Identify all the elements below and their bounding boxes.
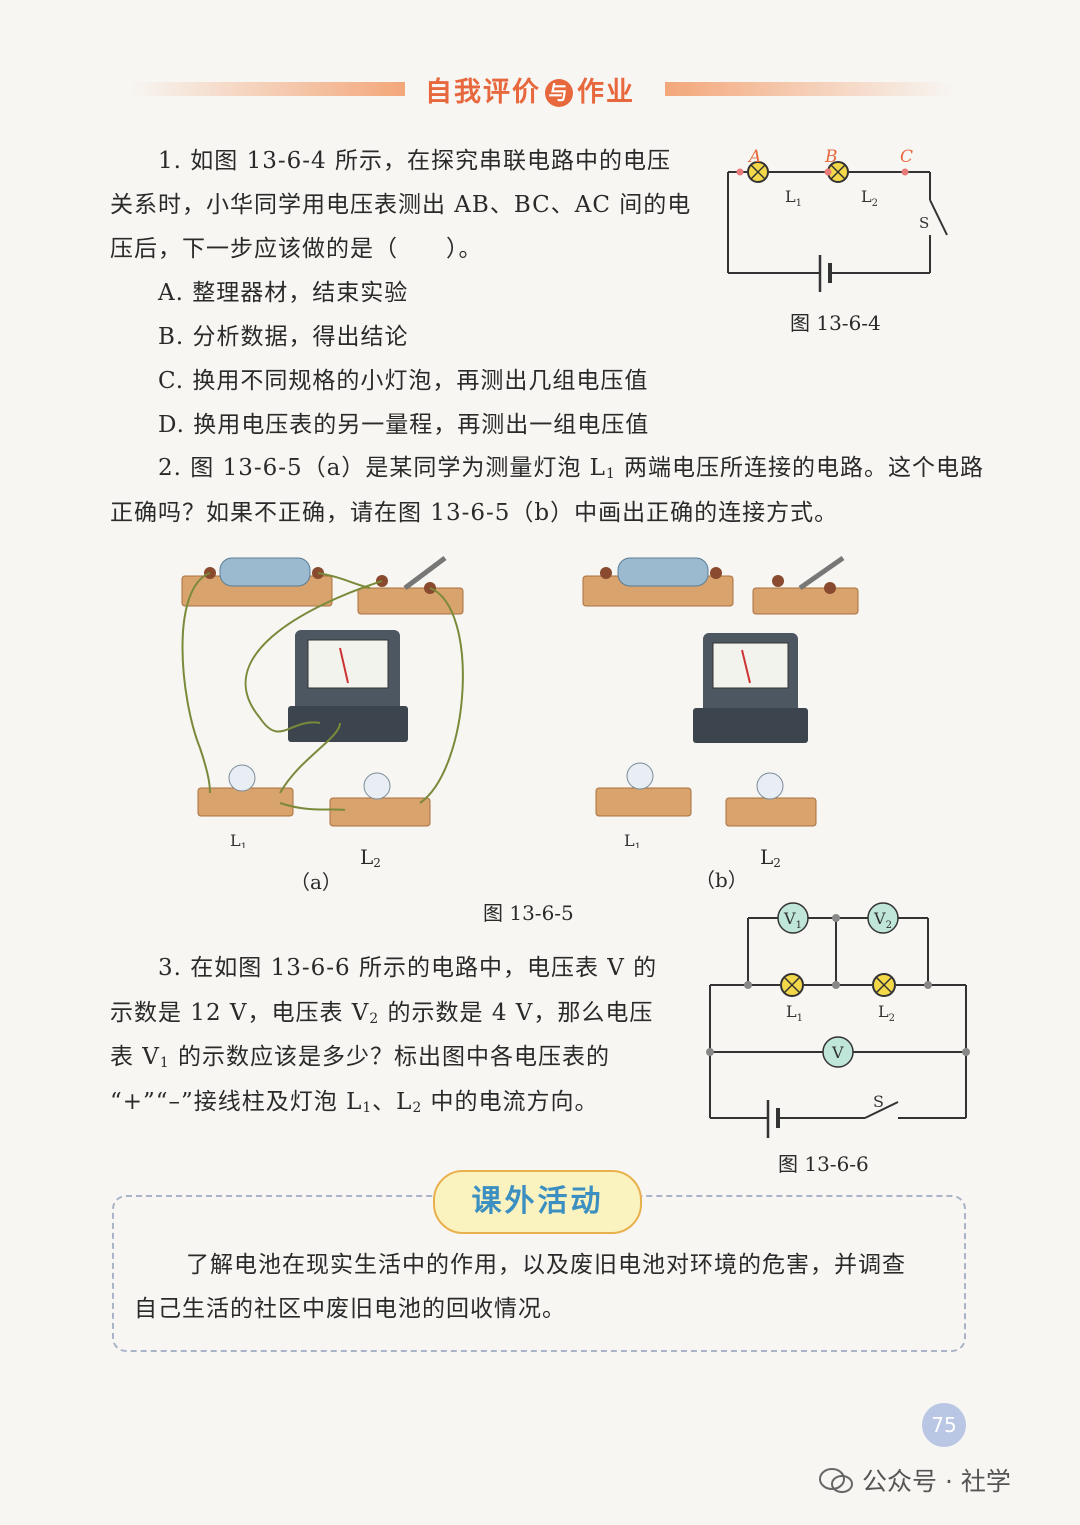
figure-caption-13-6-5: 图 13-6-5 [483, 901, 574, 925]
lamp-l1-symbol-3 [780, 973, 804, 997]
q1-option-a: A. 整理器材，结束实验 [158, 280, 409, 306]
label-l1: L [785, 187, 796, 206]
header-decoration-right [665, 82, 955, 96]
q1-line-1: 1. 如图 13-6-4 所示，在探究串联电路中的电压 [158, 148, 671, 174]
apparatus-illustration-b: L1 [582, 555, 859, 848]
voltmeter-v2-symbol [867, 902, 899, 934]
q2-line-1: 2. 图 13-6-5（a）是某同学为测量灯泡 L1 两端电压所连接的电路。这个… [158, 455, 985, 482]
q2-line-2: 正确吗？如果不正确，请在图 13-6-5（b）中画出正确的连接方式。 [110, 500, 839, 526]
svg-text:L2: L2 [878, 1002, 895, 1024]
voltmeter-v-symbol [822, 1036, 854, 1068]
svg-text:S: S [873, 1092, 884, 1111]
lamp-l2-symbol-3 [872, 973, 896, 997]
section-title-left: 自我评价 [425, 77, 541, 108]
q1-option-d: D. 换用电压表的另一量程，再测出一组电压值 [158, 412, 650, 438]
lamp-l1-symbol [747, 161, 769, 183]
svg-text:L1: L1 [624, 831, 641, 848]
q1-option-b: B. 分析数据，得出结论 [158, 324, 409, 350]
q3-line-2: 示数是 12 V，电压表 V2 的示数是 4 V，那么电压 [110, 1000, 654, 1027]
q3-line-1: 3. 在如图 13-6-6 所示的电路中，电压表 V 的 [158, 955, 658, 981]
svg-text:V1: V1 [783, 909, 802, 931]
svg-text:V: V [831, 1043, 844, 1062]
terminal-c [901, 168, 909, 176]
lamp-label-l2-b: L2 [760, 845, 781, 870]
terminal-a [736, 168, 744, 176]
activity-line-2: 自己生活的社区中废旧电池的回收情况。 [134, 1296, 566, 1322]
label-a: A [747, 147, 761, 167]
svg-text:L1: L1 [786, 1002, 803, 1024]
q1-line-3: 压后，下一步应该做的是（ ）。 [110, 236, 483, 262]
section-title: 自我评价与作业 [425, 70, 635, 109]
section-title-right: 作业 [577, 77, 635, 108]
svg-text:L1: L1 [230, 831, 247, 848]
q1-option-c: C. 换用不同规格的小灯泡，再测出几组电压值 [158, 368, 649, 394]
q3-line-3: 表 V1 的示数应该是多少？标出图中各电压表的 [110, 1044, 611, 1071]
activity-title: 课外活动 [433, 1170, 642, 1234]
wechat-icon [819, 1468, 853, 1493]
apparatus-illustration-a: L1 [181, 556, 464, 848]
subfigure-label-a: （a） [290, 870, 342, 894]
figure-caption-13-6-4: 图 13-6-4 [790, 311, 881, 335]
label-c: C [900, 147, 913, 167]
svg-text:L2: L2 [861, 187, 878, 209]
label-l2: L [861, 187, 872, 206]
circuit-diagram-13-6-4: A B C L1 L2 S [727, 147, 948, 292]
svg-text:V2: V2 [873, 909, 892, 931]
q3-line-4: “+”“–”接线柱及灯泡 L1、L2 中的电流方向。 [110, 1089, 599, 1116]
watermark: 公众号 · 社学 [818, 1462, 1011, 1498]
section-title-mid: 与 [545, 79, 573, 107]
figure-caption-13-6-6: 图 13-6-6 [778, 1152, 869, 1176]
svg-text:L1: L1 [785, 187, 802, 209]
lamp-l2-symbol [827, 161, 849, 183]
label-switch: S [919, 214, 929, 232]
page-number: 75 [922, 1403, 966, 1447]
label-b: B [824, 147, 838, 167]
subfigure-label-b: （b） [695, 868, 748, 892]
terminal-b [824, 168, 832, 176]
q1-line-2: 关系时，小华同学用电压表测出 AB、BC、AC 间的电 [110, 192, 692, 218]
voltmeter-v1-symbol [777, 902, 809, 934]
lamp-label-l2-a: L2 [360, 845, 381, 870]
watermark-text: 公众号 · 社学 [862, 1467, 1011, 1496]
circuit-diagram-13-6-6: V1 V2 V L1 L2 S [706, 902, 970, 1138]
header-decoration-left [130, 82, 405, 96]
activity-line-1: 了解电池在现实生活中的作用，以及废旧电池对环境的危害，并调查 [186, 1252, 906, 1278]
